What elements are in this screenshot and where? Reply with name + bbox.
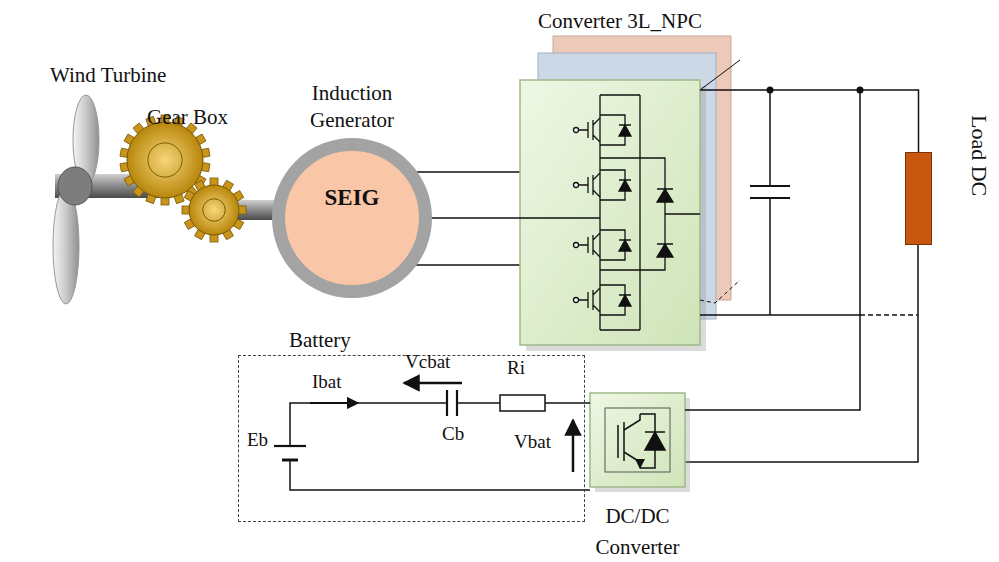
- converter-box: Converter 3L_NPC: [520, 80, 700, 345]
- diode-lead: [600, 115, 625, 145]
- dc-bus: [685, 60, 918, 462]
- load-resistor: Load DC: [905, 152, 932, 245]
- diode-bar: [645, 431, 665, 433]
- vbat-arrow: [572, 420, 575, 472]
- bus-wire: [860, 314, 918, 316]
- component-label: Wind Turbine: [50, 63, 166, 88]
- signal-label: Ri: [507, 357, 525, 379]
- gear: [182, 178, 246, 242]
- battery-wire: [457, 402, 500, 404]
- signal-label: Ibat: [312, 371, 342, 393]
- cb-plate: [446, 390, 448, 416]
- node-heading: Battery: [289, 327, 351, 353]
- node-heading: Induction Generator: [287, 80, 417, 134]
- cap-plate: [750, 185, 790, 187]
- vcbat-arrow: [404, 382, 462, 385]
- igbt: [578, 173, 600, 197]
- node-heading: Converter 3L_NPC: [510, 8, 730, 34]
- ri-resistor: [500, 395, 545, 411]
- dcdc-converter: DC/DC Converter: [590, 393, 685, 487]
- channel: [623, 422, 625, 461]
- bus-slant: [700, 60, 740, 90]
- node-label: SEIG: [325, 184, 380, 213]
- gate-terminal: [574, 183, 579, 188]
- wire-connector: [432, 217, 520, 219]
- wire-connector: [685, 315, 860, 410]
- battery-wire: [545, 402, 585, 404]
- converter-panel-front: [520, 80, 700, 345]
- cap-plate: [750, 197, 790, 199]
- battery-circuit: [274, 383, 590, 490]
- collector: [624, 414, 640, 430]
- gear-ring: [203, 199, 226, 222]
- diode-lead: [600, 285, 625, 315]
- eb-plate: [274, 445, 306, 447]
- diode-lead: [600, 230, 625, 260]
- wire-connector: [700, 90, 919, 152]
- clamp-diode: [657, 244, 673, 257]
- gear-body: [127, 122, 203, 198]
- diode-lead: [600, 170, 625, 200]
- generator-circle: Induction GeneratorSEIG: [272, 138, 432, 298]
- gate: [617, 425, 619, 458]
- bus-wire: [859, 90, 861, 315]
- signal-label: Vcbat: [405, 351, 450, 373]
- clamp-diode: [657, 189, 673, 202]
- cap-lead: [769, 198, 771, 315]
- cap-lead: [769, 90, 771, 186]
- igbt: [578, 288, 600, 312]
- battery-wire: [290, 460, 590, 490]
- clamp-wire: [520, 158, 665, 270]
- cb-plate: [456, 390, 458, 416]
- leg-wire: [600, 95, 640, 330]
- component-label: Gear Box: [147, 105, 228, 130]
- bus-slant: [700, 280, 740, 303]
- node-heading: DC/DC Converter: [582, 501, 693, 562]
- eb-plate: [282, 459, 298, 462]
- ibat-arrow: [310, 402, 358, 404]
- dcdc-box: [590, 393, 685, 487]
- dcdc-switch-frame: [605, 408, 670, 472]
- diode: [645, 432, 665, 450]
- emitter: [624, 452, 640, 468]
- igbt: [578, 118, 600, 142]
- npc-leg: [520, 95, 700, 330]
- signal-label: Cb: [442, 423, 464, 445]
- wire-connector: [585, 402, 590, 404]
- node-heading: Load DC: [966, 115, 994, 196]
- gate-terminal: [574, 243, 579, 248]
- signal-label: Eb: [247, 429, 268, 451]
- igbt: [578, 233, 600, 257]
- gear-ring: [148, 143, 182, 177]
- gear-body: [189, 185, 239, 235]
- gear-box: [120, 115, 246, 242]
- phase-wire: [405, 264, 520, 266]
- battery-wire: [290, 403, 447, 446]
- hub: [58, 167, 92, 205]
- gate-terminal: [574, 128, 579, 133]
- igbt-diode-symbol: [618, 414, 665, 468]
- neutral-wire: [665, 213, 700, 214]
- gate-terminal: [574, 298, 579, 303]
- bus-wire: [685, 245, 918, 462]
- signal-label: Vbat: [514, 431, 551, 453]
- phase-wire: [405, 171, 520, 173]
